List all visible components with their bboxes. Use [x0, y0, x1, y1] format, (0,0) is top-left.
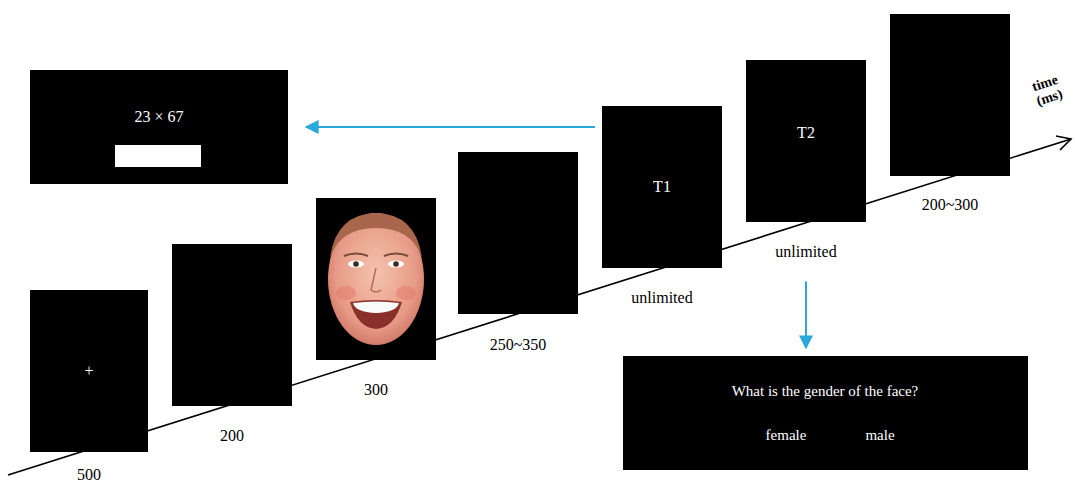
eye — [388, 261, 404, 268]
pupil — [353, 261, 359, 267]
blank-screen: 200 — [172, 244, 292, 406]
axis-line — [8, 139, 1071, 475]
mouth — [350, 300, 402, 329]
eyebrow — [344, 254, 368, 257]
hair — [330, 213, 422, 258]
duration-label: 300 — [364, 380, 388, 399]
cheek — [396, 286, 416, 300]
duration-label: 250~350 — [490, 335, 547, 354]
math-task-screen: 23 × 67 — [30, 70, 288, 184]
screen-text: T2 — [797, 123, 815, 142]
screen-text: What is the gender of the face? — [732, 382, 919, 400]
duration-label: unlimited — [775, 242, 836, 261]
teeth — [353, 302, 399, 314]
eyebrow — [384, 254, 408, 257]
callout-arrow — [306, 126, 595, 128]
fixation-screen: +500 — [30, 290, 148, 452]
question-screen: What is the gender of the face? female mal… — [623, 356, 1028, 470]
screen-text: T1 — [653, 177, 671, 196]
duration-label: 500 — [77, 465, 101, 484]
target-screen: T1unlimited — [602, 106, 722, 268]
nose — [371, 268, 381, 292]
target-screen: T2unlimited — [746, 60, 866, 222]
answer-field — [115, 145, 201, 167]
screen-text: 23 × 67 — [134, 107, 183, 126]
blank-screen: 250~350 — [458, 152, 578, 314]
cheek — [336, 286, 356, 300]
screen-text: + — [84, 361, 93, 380]
eye — [348, 261, 364, 268]
screen-text: female — [766, 426, 807, 444]
face-oval — [328, 213, 424, 345]
duration-label: unlimited — [631, 288, 692, 307]
axis-arrowhead — [1056, 136, 1071, 150]
duration-label: 200~300 — [922, 195, 979, 214]
duration-label: 200 — [220, 426, 244, 445]
face-picture — [316, 198, 436, 360]
screen-text: male — [865, 426, 894, 444]
callout-arrow — [805, 282, 807, 348]
face-screen: 300 — [316, 198, 436, 360]
axis-label: time (ms) — [1030, 68, 1075, 110]
blank-screen: 200~300 — [890, 14, 1010, 176]
pupil — [393, 261, 399, 267]
